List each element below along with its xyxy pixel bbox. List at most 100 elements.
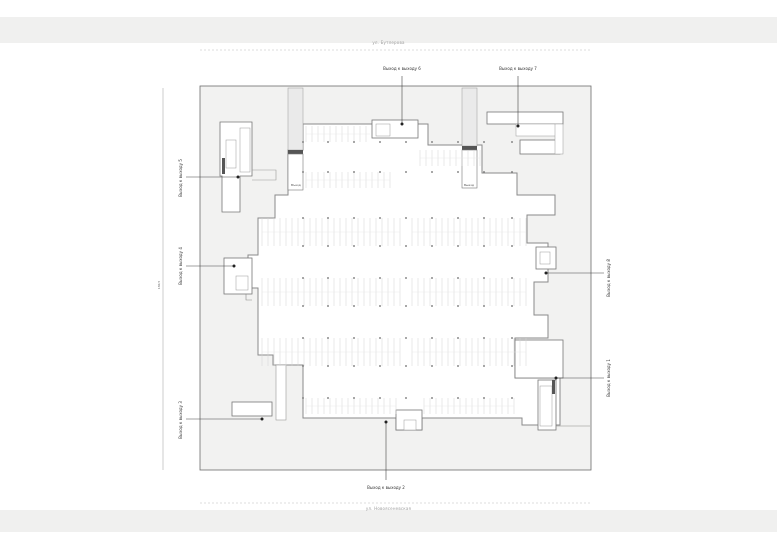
stair-block-exit-3 (231, 364, 287, 421)
exit-leader-3 (186, 417, 264, 421)
column-marker (327, 365, 329, 367)
ramp-exit: Выезд (461, 87, 478, 189)
column-marker (405, 337, 407, 339)
exit-label-2: Выход к выходу 2 (367, 485, 405, 490)
column-marker (379, 305, 381, 307)
column-marker (379, 217, 381, 219)
stair-block-exit-1 (514, 339, 590, 431)
ramp-exit-label: Выезд (464, 183, 474, 187)
column-marker (457, 397, 459, 399)
exit-label-3: Выход к выходу 3 (178, 401, 183, 439)
column-marker (327, 217, 329, 219)
exit-leader-1 (554, 376, 604, 380)
column-marker (327, 171, 329, 173)
column-marker (302, 277, 304, 279)
column-marker (302, 171, 304, 173)
column-marker (431, 217, 433, 219)
street-label-bottom: ул. Новоясеневская (365, 506, 412, 511)
column-marker (431, 397, 433, 399)
column-marker (405, 141, 407, 143)
ramp-entry-label: Въезд (291, 183, 301, 187)
column-marker (405, 277, 407, 279)
column-marker (483, 365, 485, 367)
column-marker (302, 397, 304, 399)
column-marker (379, 337, 381, 339)
column-marker (327, 141, 329, 143)
column-marker (483, 171, 485, 173)
column-marker (327, 397, 329, 399)
structural-columns (302, 141, 513, 399)
column-marker (431, 305, 433, 307)
stair-block-exit-6 (371, 119, 419, 139)
stair-block-exit-2 (395, 409, 423, 431)
column-marker (302, 337, 304, 339)
column-marker (483, 337, 485, 339)
column-marker (483, 397, 485, 399)
column-marker (405, 245, 407, 247)
exit-leader-6 (400, 76, 404, 126)
column-marker (431, 365, 433, 367)
column-marker (353, 305, 355, 307)
exit-label-5: Выход к выходу 5 (178, 159, 183, 197)
street-label-top: ул. Бутлерова (372, 40, 405, 45)
column-marker (302, 245, 304, 247)
column-marker (327, 277, 329, 279)
exit-label-7: Выход к выходу 7 (499, 66, 537, 71)
stair-block-exit-4 (223, 257, 253, 301)
column-marker (405, 305, 407, 307)
exit-label-4: Выход к выходу 4 (178, 247, 183, 285)
column-marker (483, 277, 485, 279)
exit-leader-5 (186, 175, 240, 179)
column-marker (457, 171, 459, 173)
column-marker (483, 217, 485, 219)
column-marker (379, 141, 381, 143)
column-marker (431, 141, 433, 143)
column-marker (511, 305, 513, 307)
exit-label-8: Выход к выходу 8 (606, 259, 611, 297)
column-marker (511, 365, 513, 367)
column-marker (511, 141, 513, 143)
column-marker (302, 365, 304, 367)
building-outline (247, 123, 561, 431)
column-marker (483, 245, 485, 247)
column-marker (353, 171, 355, 173)
exit-label-6: Выход к выходу 6 (383, 66, 421, 71)
street-band-top (0, 17, 777, 43)
stair-block-exit-7 (486, 111, 564, 155)
column-marker (405, 397, 407, 399)
column-marker (353, 365, 355, 367)
column-marker (511, 171, 513, 173)
column-marker (327, 305, 329, 307)
column-marker (353, 141, 355, 143)
column-marker (405, 217, 407, 219)
column-marker (353, 397, 355, 399)
column-marker (353, 337, 355, 339)
column-marker (431, 171, 433, 173)
column-marker (483, 141, 485, 143)
column-marker (327, 337, 329, 339)
column-marker (511, 337, 513, 339)
dimension-label: 130,5 (157, 281, 161, 290)
parking-stalls (261, 126, 527, 414)
column-marker (431, 245, 433, 247)
column-marker (511, 397, 513, 399)
column-marker (511, 217, 513, 219)
column-marker (379, 245, 381, 247)
column-marker (302, 305, 304, 307)
column-marker (302, 217, 304, 219)
exit-leader-2 (384, 420, 388, 480)
column-marker (431, 337, 433, 339)
column-marker (353, 245, 355, 247)
ramp-entry: Въезд (287, 87, 304, 191)
stair-block-exit-8 (535, 246, 557, 270)
column-marker (379, 365, 381, 367)
column-marker (457, 141, 459, 143)
column-marker (405, 365, 407, 367)
column-marker (379, 277, 381, 279)
street-band-bottom (0, 510, 777, 532)
column-marker (457, 337, 459, 339)
column-marker (302, 141, 304, 143)
column-marker (431, 277, 433, 279)
column-marker (457, 365, 459, 367)
